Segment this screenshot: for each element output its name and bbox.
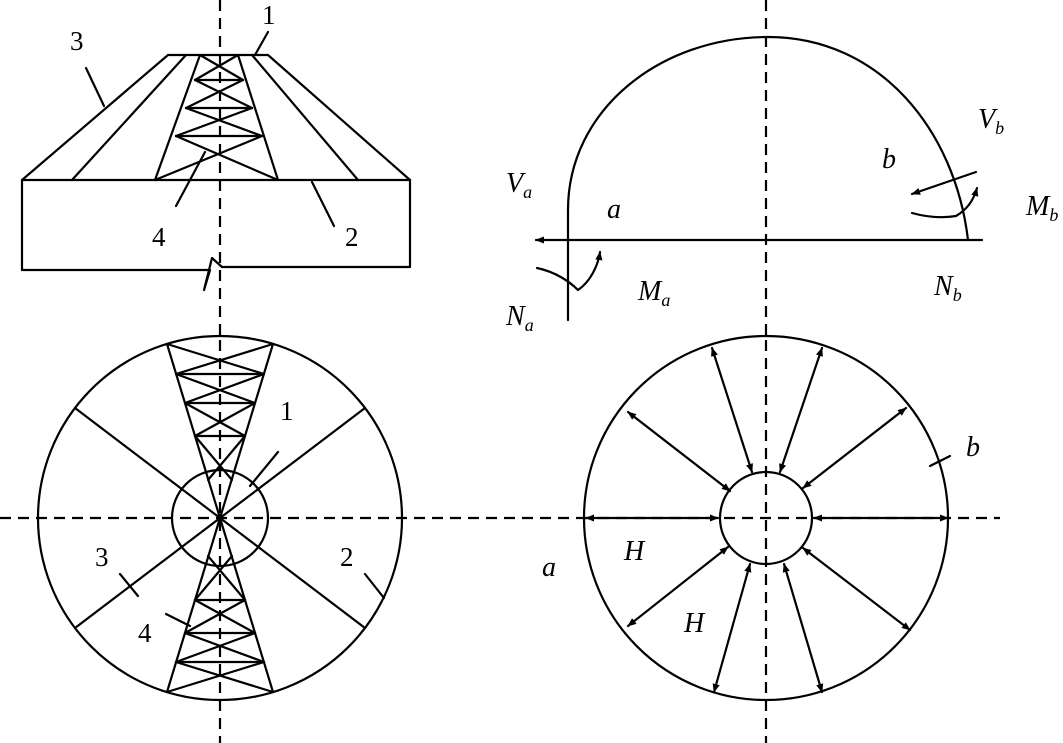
section-b-tick	[928, 454, 952, 468]
label-H-lower: H	[683, 608, 706, 639]
label-Nb: Nb	[933, 271, 962, 305]
rib-right-outer	[250, 53, 360, 182]
rib-left-outer	[70, 53, 188, 182]
label-H-upper: H	[623, 536, 646, 567]
label-a-section: a	[607, 194, 621, 225]
elevation-view: 1 3 4 2	[20, 0, 412, 336]
label-2-elevation: 2	[345, 222, 359, 252]
label-b-section: b	[882, 144, 896, 175]
label-Mb: Mb	[1025, 191, 1058, 225]
label-4-elevation: 4	[152, 222, 166, 252]
label-3-elevation: 3	[70, 26, 84, 56]
foundation-block	[20, 178, 412, 292]
plan-fan-truss	[165, 342, 275, 694]
leader-2	[310, 180, 336, 228]
force-arrow-b	[910, 170, 978, 196]
plan-leader-2	[363, 572, 386, 600]
label-3-plan: 3	[95, 542, 109, 572]
plan-leader-1	[248, 450, 280, 488]
rib-right-inner	[236, 53, 280, 182]
rib-left-inner	[153, 53, 202, 182]
plan-view: 1 3 2 4	[0, 334, 580, 743]
label-1-elevation: 1	[262, 0, 276, 30]
label-Na: Na	[505, 301, 534, 335]
label-2-plan: 2	[340, 542, 354, 572]
plan-outer-circle	[36, 334, 404, 702]
leader-3	[84, 66, 106, 108]
label-b-plan: b	[966, 432, 980, 463]
plan-leader-4	[164, 612, 192, 628]
label-1-plan: 1	[280, 396, 294, 426]
plan-leader-3	[118, 572, 140, 598]
thrust-inner-ring	[718, 470, 814, 566]
moment-arrow-a	[535, 250, 603, 292]
label-a-plan: a	[542, 552, 556, 583]
label-Va: Va	[506, 168, 532, 202]
moment-arrow-b	[910, 186, 979, 219]
label-4-plan: 4	[138, 618, 152, 648]
label-Vb: Vb	[978, 104, 1004, 138]
arch-curve	[566, 35, 970, 322]
arch-free-body: Va a Na Ma Vb b Mb Nb	[505, 0, 1058, 336]
plan-inner-ring	[170, 468, 270, 568]
truss-bracing	[153, 53, 280, 182]
label-Ma: Ma	[637, 276, 670, 310]
leader-1	[253, 30, 270, 57]
roof-outline	[20, 53, 412, 182]
leader-4	[174, 150, 207, 208]
thrust-plan-view: b a H H	[542, 334, 1000, 743]
thrust-arrows	[584, 346, 950, 694]
